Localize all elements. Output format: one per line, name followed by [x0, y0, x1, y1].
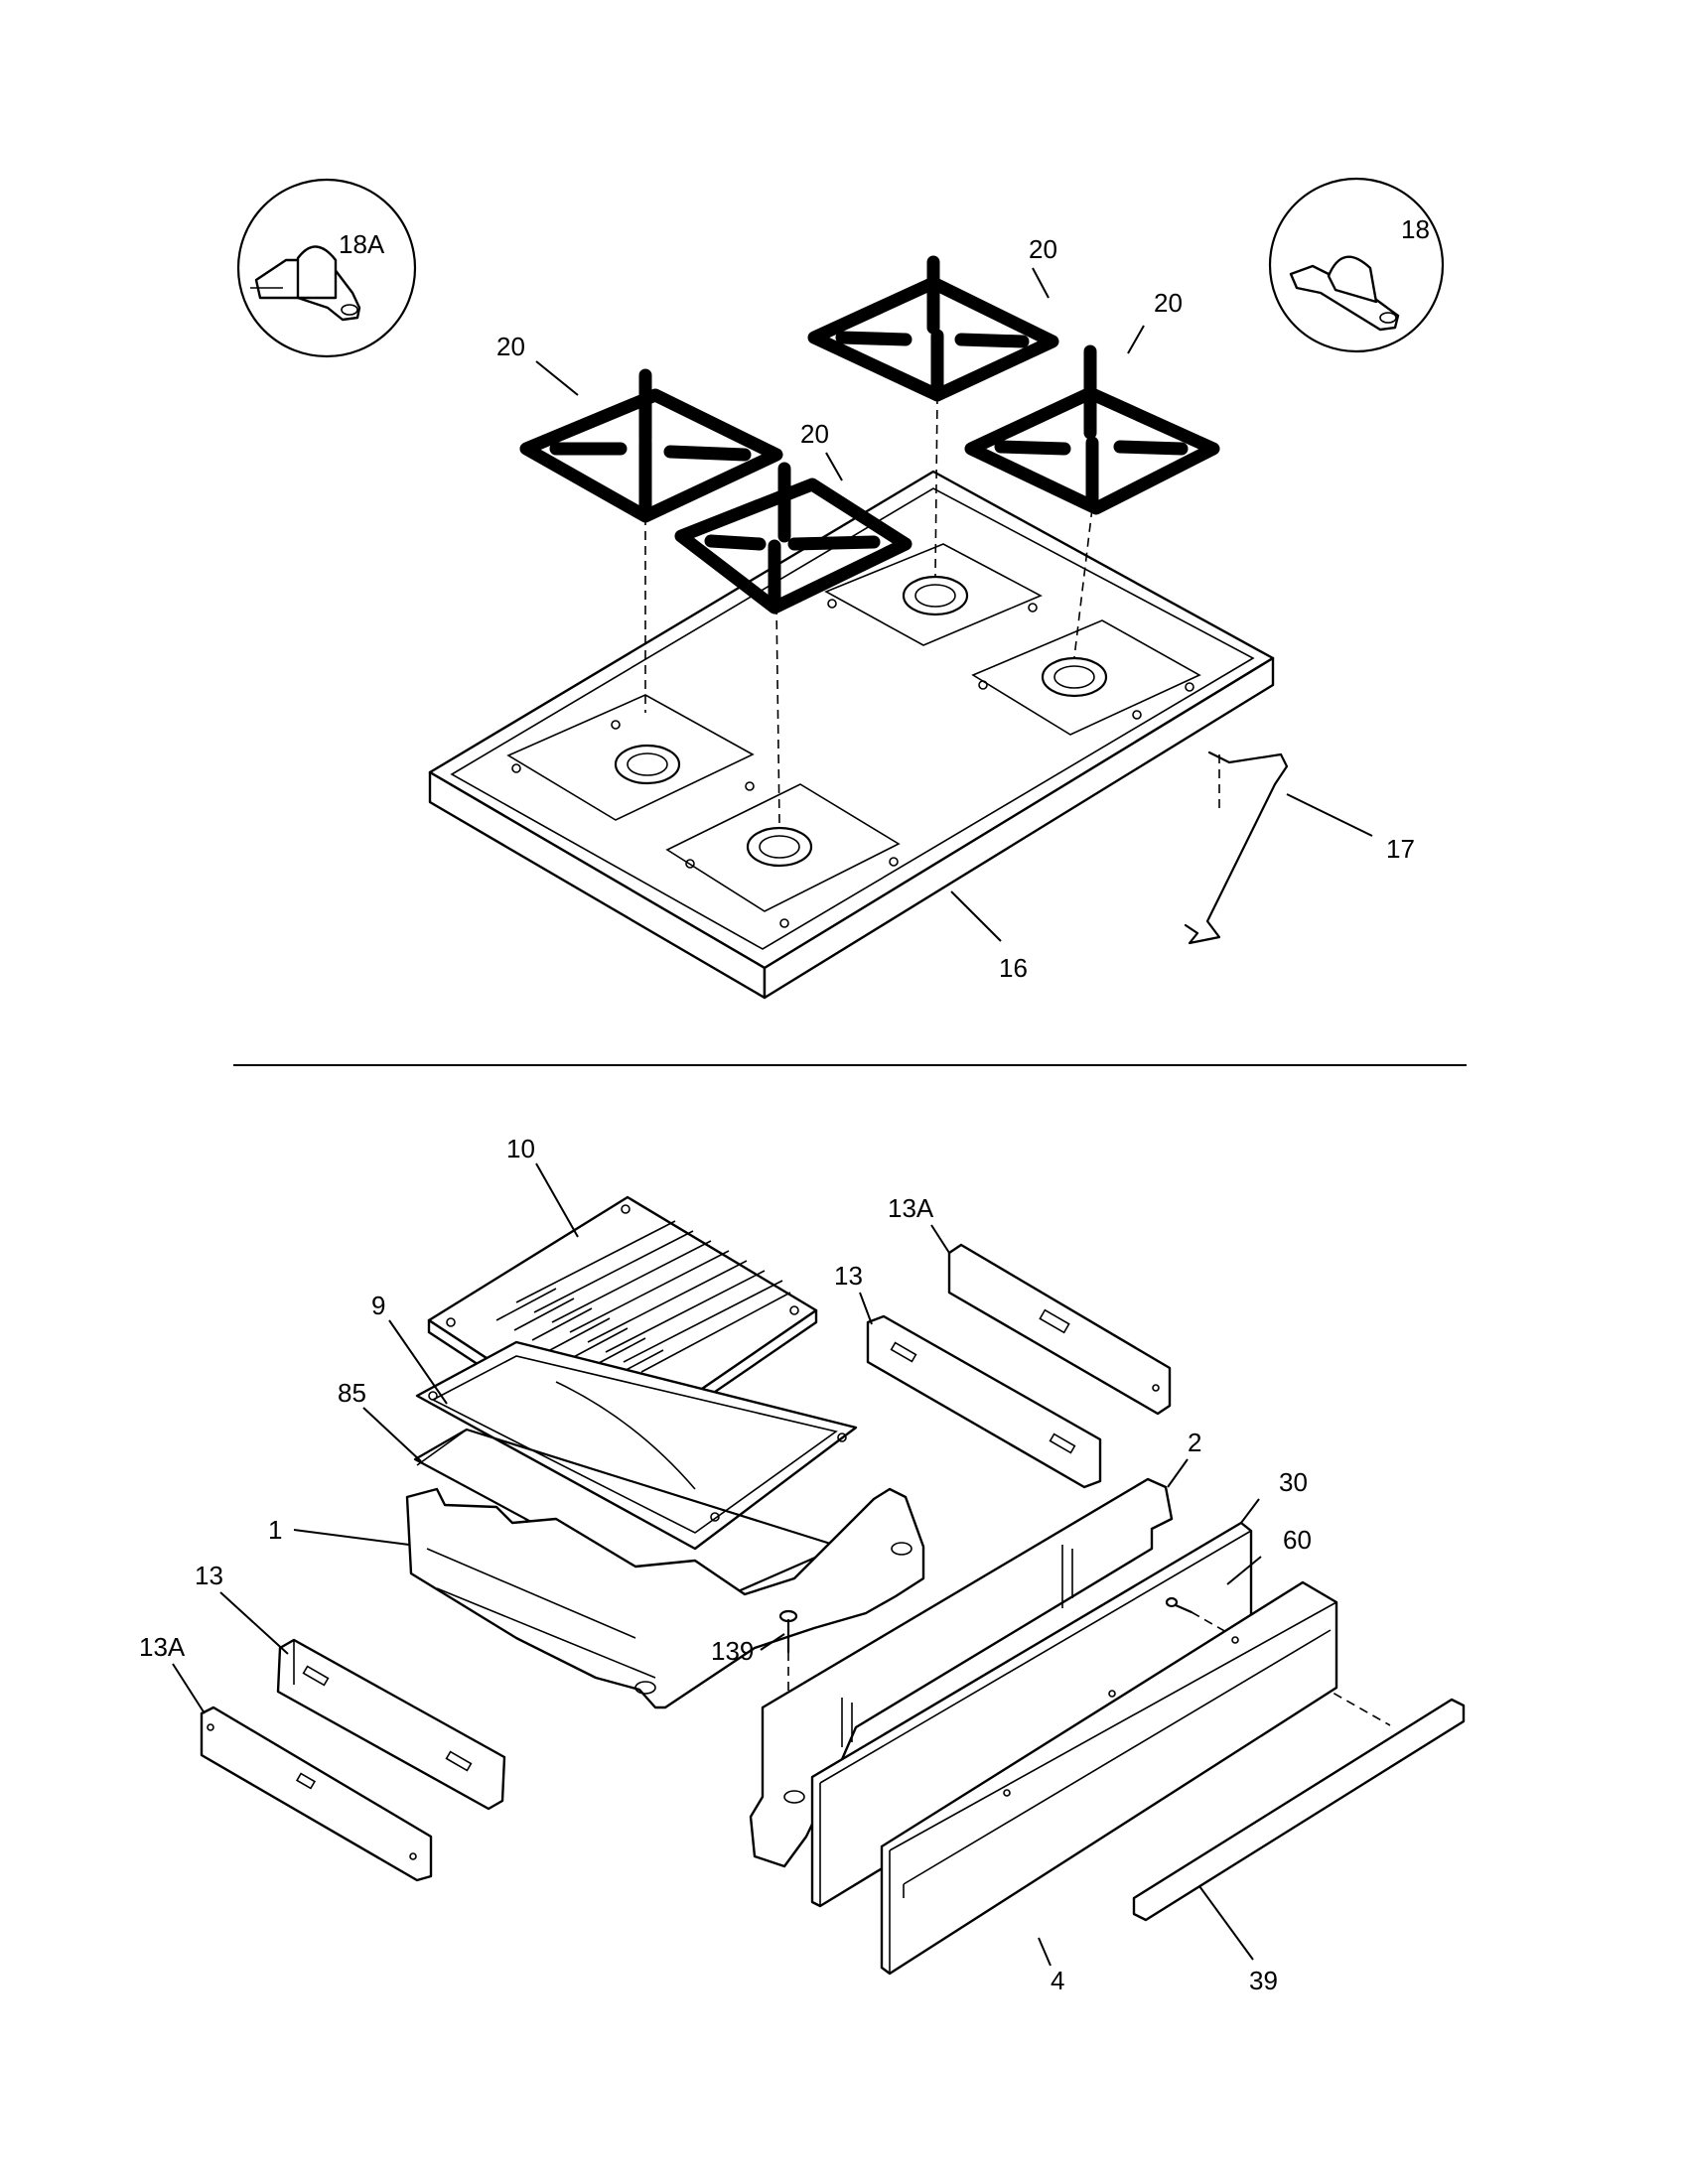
- callout-20-middle: 20: [800, 419, 829, 449]
- callout-18: 18: [1401, 214, 1430, 244]
- callout-4: 4: [1051, 1966, 1064, 1995]
- bottom-leader-lines: [172, 1162, 1262, 1967]
- drawer-rail-13-right: [866, 1314, 1102, 1489]
- screw-139: [778, 1609, 798, 1717]
- broiler-drawer-1: [405, 1487, 925, 1709]
- drawer-handle-39: [1132, 1698, 1466, 1922]
- burner-grate-20-left: [519, 368, 783, 713]
- callout-13a-left: 13A: [139, 1632, 186, 1662]
- callout-13-left: 13: [195, 1561, 223, 1590]
- detail-circle-18: [1268, 177, 1445, 353]
- callout-16: 16: [999, 953, 1028, 983]
- callout-39: 39: [1249, 1966, 1278, 1995]
- callout-13a-right: 13A: [888, 1193, 934, 1223]
- burner-grate-20-top: [807, 255, 1059, 577]
- drawer-frame-2: [749, 1477, 1174, 1868]
- callout-20-left: 20: [496, 332, 525, 361]
- drawer-front-4: [880, 1580, 1338, 1976]
- callout-20-top: 20: [1029, 234, 1057, 264]
- broiler-pan-9: [415, 1340, 858, 1551]
- top-leader-lines: [535, 267, 1373, 942]
- drawer-rail-13a-left: [200, 1706, 433, 1882]
- burner-grate-20-middle: [674, 462, 912, 825]
- callout-10: 10: [506, 1134, 535, 1163]
- callout-13-right: 13: [834, 1261, 863, 1291]
- wire-support-17: [1184, 751, 1289, 945]
- callout-30: 30: [1279, 1467, 1308, 1497]
- callout-17: 17: [1386, 834, 1415, 864]
- callout-9: 9: [371, 1291, 385, 1320]
- callout-2: 2: [1188, 1428, 1201, 1457]
- detail-circle-18a: [236, 178, 417, 358]
- drawer-rail-13a-right: [947, 1243, 1172, 1416]
- callout-18a: 18A: [339, 229, 385, 259]
- callout-85: 85: [338, 1378, 366, 1408]
- callout-1: 1: [268, 1515, 282, 1545]
- callout-139: 139: [711, 1636, 754, 1666]
- callout-60: 60: [1283, 1525, 1312, 1555]
- callout-20-right: 20: [1154, 288, 1183, 318]
- burner-grate-20-right: [964, 344, 1220, 658]
- cooktop-16: [428, 470, 1275, 1000]
- drawer-rail-13-left: [276, 1638, 506, 1811]
